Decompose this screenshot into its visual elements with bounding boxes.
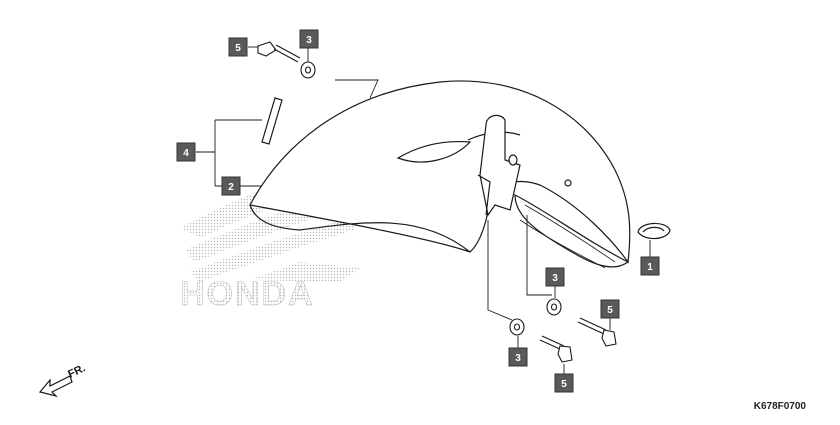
- callout-1: 1: [640, 256, 660, 276]
- lower-washer-right: [546, 298, 562, 316]
- arrow-icon: [38, 375, 73, 398]
- callout-3-right: 3: [545, 267, 565, 287]
- lower-washer-left: [509, 318, 525, 336]
- front-direction-arrow: FR.: [38, 362, 87, 398]
- fender-bracket: [477, 114, 521, 217]
- svg-text:3: 3: [306, 35, 312, 46]
- callout-3-top: 3: [299, 29, 319, 49]
- callout-5-right: 5: [600, 299, 620, 319]
- top-washer: [300, 61, 316, 79]
- svg-text:5: 5: [561, 379, 567, 390]
- honda-wordmark: HONDA: [180, 275, 315, 313]
- callout-5-top: 5: [228, 37, 248, 57]
- figure-code: K678F0700: [753, 401, 806, 412]
- front-fender: [249, 80, 631, 269]
- svg-text:4: 4: [183, 148, 189, 159]
- svg-text:3: 3: [552, 273, 558, 284]
- svg-text:2: 2: [228, 182, 234, 193]
- svg-text:1: 1: [647, 262, 653, 273]
- leader-lines: [196, 46, 651, 374]
- svg-text:3: 3: [515, 353, 521, 364]
- direction-label: FR.: [66, 362, 87, 380]
- lower-bolt-left: [539, 335, 573, 363]
- hose-clip: [564, 179, 671, 240]
- callout-5-bottom: 5: [554, 373, 574, 393]
- top-bolt: [257, 41, 301, 63]
- svg-text:5: 5: [607, 305, 613, 316]
- callout-2: 2: [221, 176, 241, 196]
- reflector-strip: [261, 97, 283, 145]
- callout-3-bottom: 3: [508, 347, 528, 367]
- lower-bolt-right: [577, 317, 617, 347]
- svg-text:5: 5: [235, 43, 241, 54]
- callout-4: 4: [176, 142, 196, 162]
